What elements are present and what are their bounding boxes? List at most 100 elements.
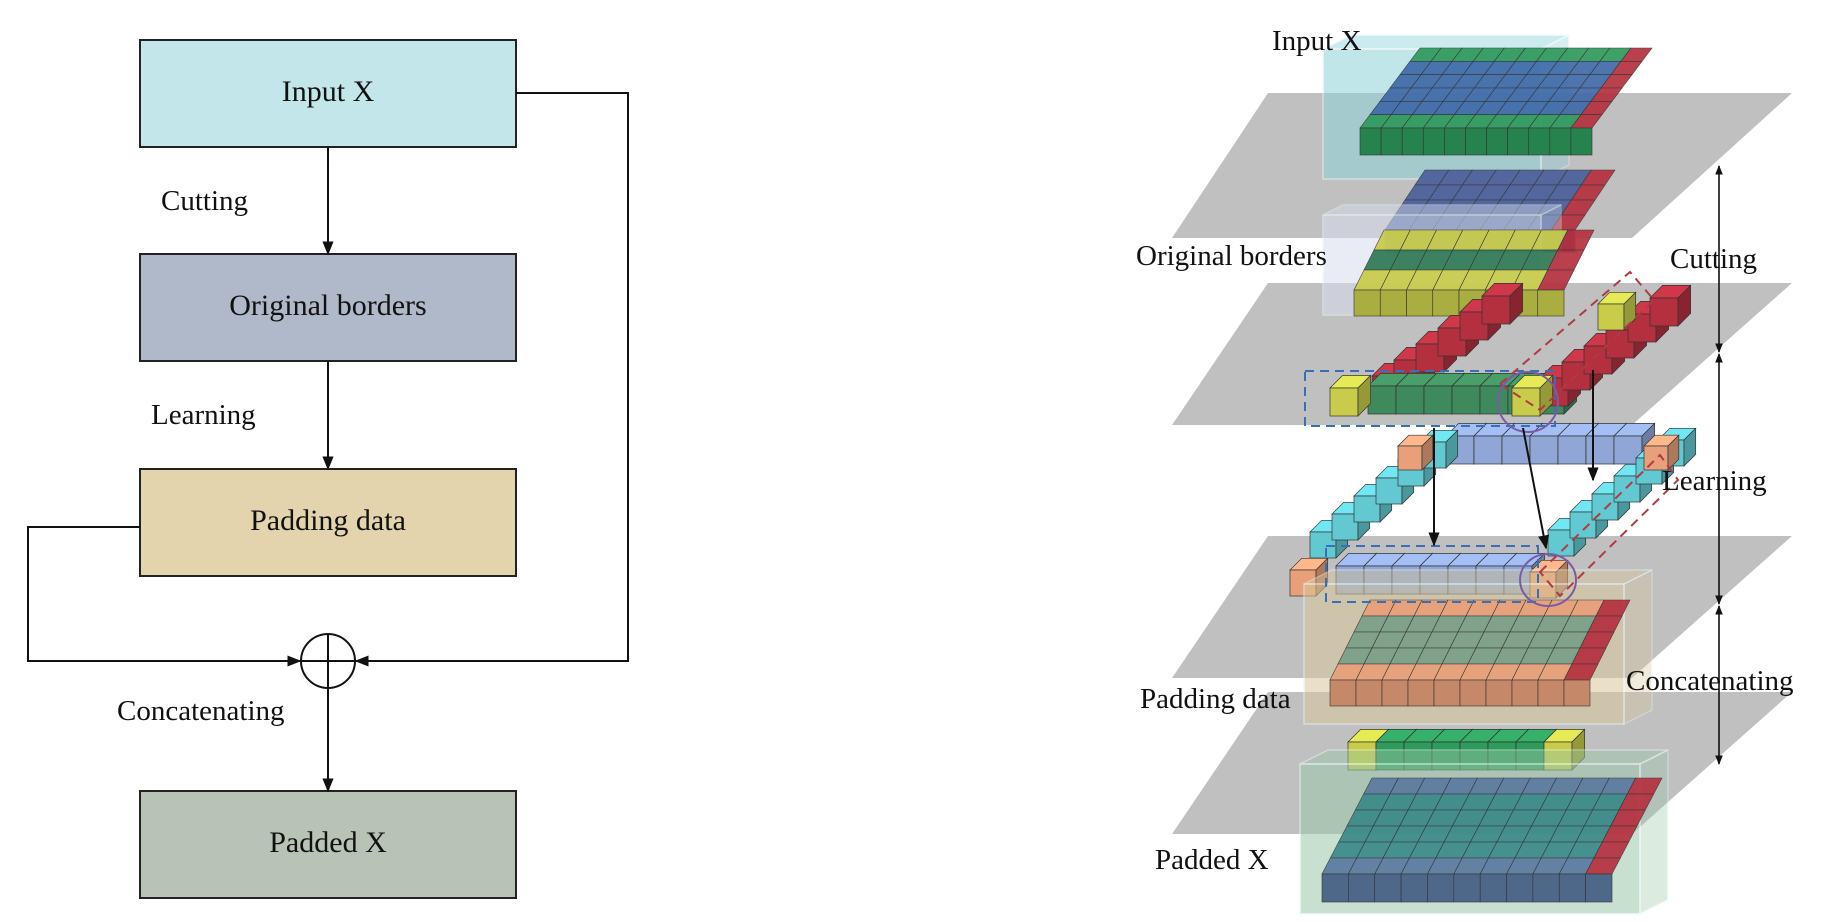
edge-label-concatenating: Concatenating [117,695,285,727]
cube-front [1649,297,1679,327]
cube-cut-yellow-right [1511,374,1554,417]
front-cell [1381,679,1409,707]
dashed-box-learned-right [1538,453,1680,598]
cube-front [1473,435,1503,465]
glass-side [1639,748,1669,916]
layer-label-padding-data: Padding data [1140,683,1291,715]
front-cell [1379,289,1407,317]
stage-label-learning: Learning [1662,465,1767,497]
cube-front [1329,387,1359,417]
cube-front [1529,435,1559,465]
node-original-borders [139,253,517,362]
cube-side [1683,427,1697,467]
front-cell [1537,289,1565,317]
cube-front [1451,385,1481,415]
front-cell [1549,127,1572,156]
original-borders-ring [1353,229,1595,317]
front-cell [1537,679,1565,707]
front-cell [1406,289,1434,317]
cube-side [1623,291,1637,331]
arrow-transfer-corner [1522,427,1550,550]
input-x-grid [1359,47,1653,156]
cube-side [1677,284,1691,327]
front-cell [1507,127,1530,156]
front-cell [1528,127,1551,156]
front-cell [1400,873,1428,903]
front-cell [1348,873,1376,903]
front-cell [1380,127,1403,156]
cube-side [1571,728,1585,771]
front-cell [1511,679,1539,707]
layer-label-input-x: Input X [1272,25,1361,57]
front-cell [1427,873,1455,903]
front-cell [1359,127,1382,156]
front-cell [1465,127,1487,156]
node-padding-data-label: Padding data [250,504,406,537]
cube-cut-yellow-left [1329,374,1372,417]
front-cell [1585,873,1613,903]
front-cell [1355,679,1383,707]
front-cell [1432,289,1460,317]
front-cell [1506,873,1534,903]
strip-cut-red-right [1539,284,1692,407]
node-input-x-label: Input X [282,75,375,108]
cube-side [1357,374,1371,417]
cube-front [1597,303,1625,331]
glass-top [1322,204,1562,216]
front-cell [1353,289,1381,317]
layer-label-original-borders: Original borders [1136,240,1327,272]
corner-highlight-cut [1497,371,1559,433]
glass-top [1303,569,1653,585]
cube-side [1509,282,1523,325]
front-cell [1459,679,1487,707]
stage-label-concatenating: Concatenating [1626,665,1794,697]
stage-label-cutting: Cutting [1670,243,1757,275]
concatenate-operator [300,633,356,689]
front-cell [1407,679,1435,707]
cube-cut-yellow-topright [1597,291,1637,331]
front-cell [1374,873,1402,903]
cube-front [1395,385,1425,415]
front-cell [1532,873,1560,903]
front-cell [1329,679,1357,707]
cube-side [1421,434,1434,471]
layer-label-padded-x: Padded X [1155,844,1269,876]
front-cell [1321,873,1349,903]
strip-learned-top [1445,422,1656,465]
corner-highlight-learned [1519,553,1577,607]
edge-skip-input [354,92,629,667]
cube-learned-orange-3 [1397,434,1434,471]
cube-front [1479,385,1509,415]
padded-x-grid [1321,777,1663,903]
cube-side [1445,429,1459,469]
annotations [1304,270,1680,607]
front-cell [1563,679,1591,707]
cube-front [1481,295,1511,325]
stage-timeline: Cutting Learning Concatenating [1626,165,1794,765]
cube-front [1585,435,1615,465]
cube-front [1557,435,1587,465]
node-padded-x-label: Padded X [269,826,387,859]
cube-front [1367,385,1397,415]
tensor-blocks [1289,33,1697,916]
cube-front [1397,445,1423,471]
glass-side [1623,568,1653,726]
isometric-illustration: Cutting Learning Concatenating Input X O… [1136,25,1794,916]
front-cell [1444,127,1466,156]
dashed-box-cut-bottom [1304,370,1556,427]
edge-label-learning: Learning [151,399,256,431]
cube-front [1423,385,1453,415]
node-padded-x [139,790,517,899]
dashed-box-cut-right [1498,270,1656,412]
edge-label-cutting: Cutting [161,185,248,217]
front-cell [1570,127,1593,156]
node-input-x [139,39,517,148]
front-cell [1558,873,1586,903]
front-cell [1433,679,1461,707]
front-cell [1486,127,1508,156]
front-cell [1453,873,1481,903]
front-cell [1485,679,1513,707]
front-cell [1422,127,1445,156]
front-cell [1479,873,1507,903]
